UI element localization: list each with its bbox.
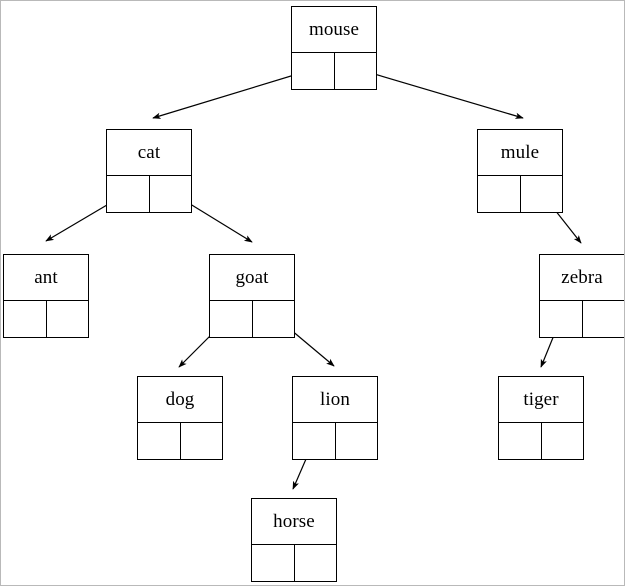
node-left-pointer-ant[interactable]	[4, 301, 47, 337]
node-pointer-cells-lion	[293, 423, 377, 459]
node-pointer-cells-mouse	[292, 53, 376, 89]
node-pointer-cells-tiger	[499, 423, 583, 459]
node-label-horse: horse	[252, 499, 336, 545]
tree-node-zebra[interactable]: zebra	[539, 254, 624, 338]
node-right-pointer-goat[interactable]	[252, 301, 294, 337]
node-right-pointer-mule[interactable]	[520, 176, 562, 212]
tree-node-horse[interactable]: horse	[251, 498, 337, 582]
edge-mouse-to-cat	[152, 68, 315, 119]
node-pointer-cells-cat	[107, 176, 191, 212]
node-right-pointer-tiger[interactable]	[541, 423, 583, 459]
node-label-mouse: mouse	[292, 7, 376, 53]
tree-node-cat[interactable]: cat	[106, 129, 192, 213]
node-right-pointer-mouse[interactable]	[334, 53, 376, 89]
tree-node-goat[interactable]: goat	[209, 254, 295, 338]
tree-node-dog[interactable]: dog	[137, 376, 223, 460]
node-left-pointer-zebra[interactable]	[540, 301, 583, 337]
node-label-tiger: tiger	[499, 377, 583, 423]
tree-node-mule[interactable]: mule	[477, 129, 563, 213]
node-right-pointer-cat[interactable]	[149, 176, 191, 212]
node-label-goat: goat	[210, 255, 294, 301]
node-left-pointer-dog[interactable]	[138, 423, 181, 459]
node-pointer-cells-ant	[4, 301, 88, 337]
node-right-pointer-lion[interactable]	[335, 423, 377, 459]
node-pointer-cells-mule	[478, 176, 562, 212]
node-left-pointer-goat[interactable]	[210, 301, 253, 337]
node-right-pointer-dog[interactable]	[180, 423, 222, 459]
node-pointer-cells-goat	[210, 301, 294, 337]
node-label-dog: dog	[138, 377, 222, 423]
tree-node-tiger[interactable]: tiger	[498, 376, 584, 460]
edge-mouse-to-mule	[353, 67, 524, 119]
node-left-pointer-tiger[interactable]	[499, 423, 542, 459]
node-right-pointer-horse[interactable]	[294, 545, 336, 581]
node-pointer-cells-horse	[252, 545, 336, 581]
node-pointer-cells-dog	[138, 423, 222, 459]
node-label-mule: mule	[478, 130, 562, 176]
node-label-ant: ant	[4, 255, 88, 301]
node-left-pointer-lion[interactable]	[293, 423, 336, 459]
node-left-pointer-mule[interactable]	[478, 176, 521, 212]
tree-node-ant[interactable]: ant	[3, 254, 89, 338]
node-left-pointer-horse[interactable]	[252, 545, 295, 581]
node-right-pointer-ant[interactable]	[46, 301, 88, 337]
tree-node-lion[interactable]: lion	[292, 376, 378, 460]
node-right-pointer-zebra[interactable]	[582, 301, 624, 337]
node-label-lion: lion	[293, 377, 377, 423]
node-label-zebra: zebra	[540, 255, 624, 301]
tree-node-mouse[interactable]: mouse	[291, 6, 377, 90]
node-label-cat: cat	[107, 130, 191, 176]
node-pointer-cells-zebra	[540, 301, 624, 337]
node-left-pointer-mouse[interactable]	[292, 53, 335, 89]
node-left-pointer-cat[interactable]	[107, 176, 150, 212]
